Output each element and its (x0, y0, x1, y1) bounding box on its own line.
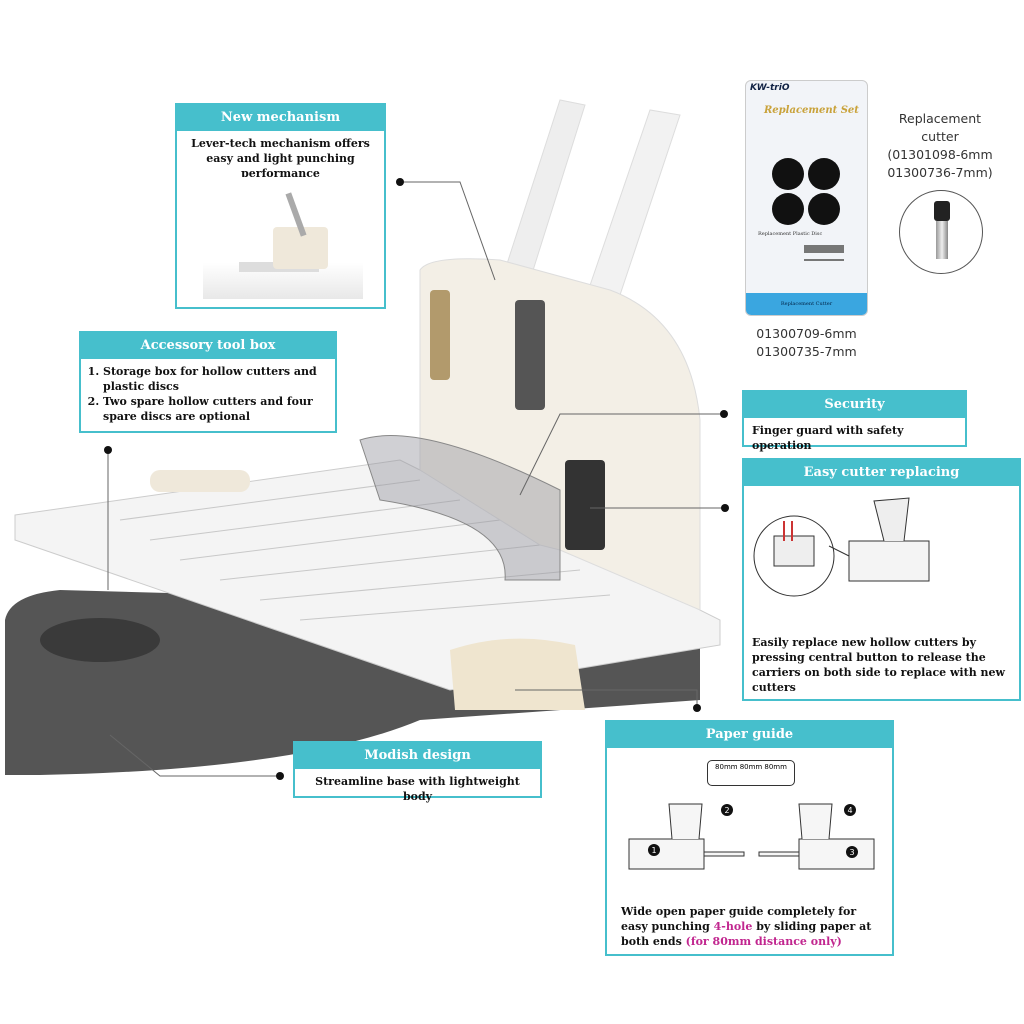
code: 01300709-6mm (756, 326, 857, 341)
callout-accessory-tool-box: Accessory tool box Storage box for hollo… (79, 331, 337, 433)
callout-new-mechanism: New mechanism Lever-tech mechanism offer… (175, 103, 386, 309)
dim-label: 80mm (739, 763, 763, 771)
step-2: 2 (724, 806, 729, 815)
text: Wide open paper guide completely for eas… (621, 905, 857, 933)
replacement-set-codes: 01300709-6mm 01300735-7mm (745, 325, 868, 361)
mechanism-photo (203, 177, 363, 299)
callout-title: Modish design (295, 743, 540, 769)
callout-title: New mechanism (177, 105, 384, 131)
callout-security: Security Finger guard with safety operat… (742, 390, 967, 452)
paper-guide-diagram: 1 2 3 4 (628, 803, 875, 870)
disc-label: Replacement Plastic Disc (758, 231, 823, 237)
cutter-image (899, 190, 983, 274)
callout-paper-guide: Paper guide 80mm 80mm 80mm 1 2 3 4 Wide … (605, 720, 894, 956)
callout-modish-design: Modish design Streamline base with light… (293, 741, 542, 803)
callout-text: Easily replace new hollow cutters by pre… (752, 636, 1005, 694)
line: cutter (921, 129, 959, 144)
card-title: Replacement Set (764, 105, 859, 116)
callout-text: Finger guard with safety operation (752, 424, 904, 452)
cutter-label: Replacement Cutter (746, 293, 867, 315)
callout-text: Wide open paper guide completely for eas… (621, 904, 881, 949)
step-4: 4 (847, 806, 852, 815)
hole-spacing-diagram: 80mm 80mm 80mm (707, 760, 795, 786)
line: Replacement (898, 111, 982, 126)
line: 01300736-7mm) (887, 165, 993, 180)
step-1: 1 (651, 846, 656, 855)
callout-text: Lever-tech mechanism offers easy and lig… (191, 137, 370, 180)
plastic-discs (772, 158, 844, 261)
replacement-set-card: KW-triO Replacement Set Replacement Plas… (745, 80, 868, 316)
callout-title: Paper guide (607, 722, 892, 748)
list-item: Two spare hollow cutters and four spare … (103, 394, 327, 424)
cutter-replace-diagram (753, 497, 930, 597)
callout-title: Security (744, 392, 965, 418)
highlight: 4-hole (713, 920, 753, 933)
highlight: (for 80mm distance only) (685, 935, 842, 948)
list-item: Storage box for hollow cutters and plast… (103, 364, 327, 394)
callout-title: Accessory tool box (81, 333, 335, 359)
callout-text: Streamline base with lightweight body (315, 775, 520, 803)
callout-title: Easy cutter replacing (744, 460, 1019, 486)
text: by sliding paper at both ends (621, 920, 872, 948)
dim-label: 80mm (715, 763, 738, 771)
callout-easy-cutter-replacing: Easy cutter replacing Easily replace new… (742, 458, 1021, 701)
line: (01301098-6mm (887, 147, 993, 162)
replacement-cutter-label: Replacement cutter (01301098-6mm 0130073… (870, 110, 1010, 182)
code: 01300735-7mm (756, 344, 857, 359)
step-3: 3 (849, 848, 854, 857)
dim-label: 80mm (764, 763, 787, 771)
brand-logo: KW-triO (750, 83, 790, 93)
